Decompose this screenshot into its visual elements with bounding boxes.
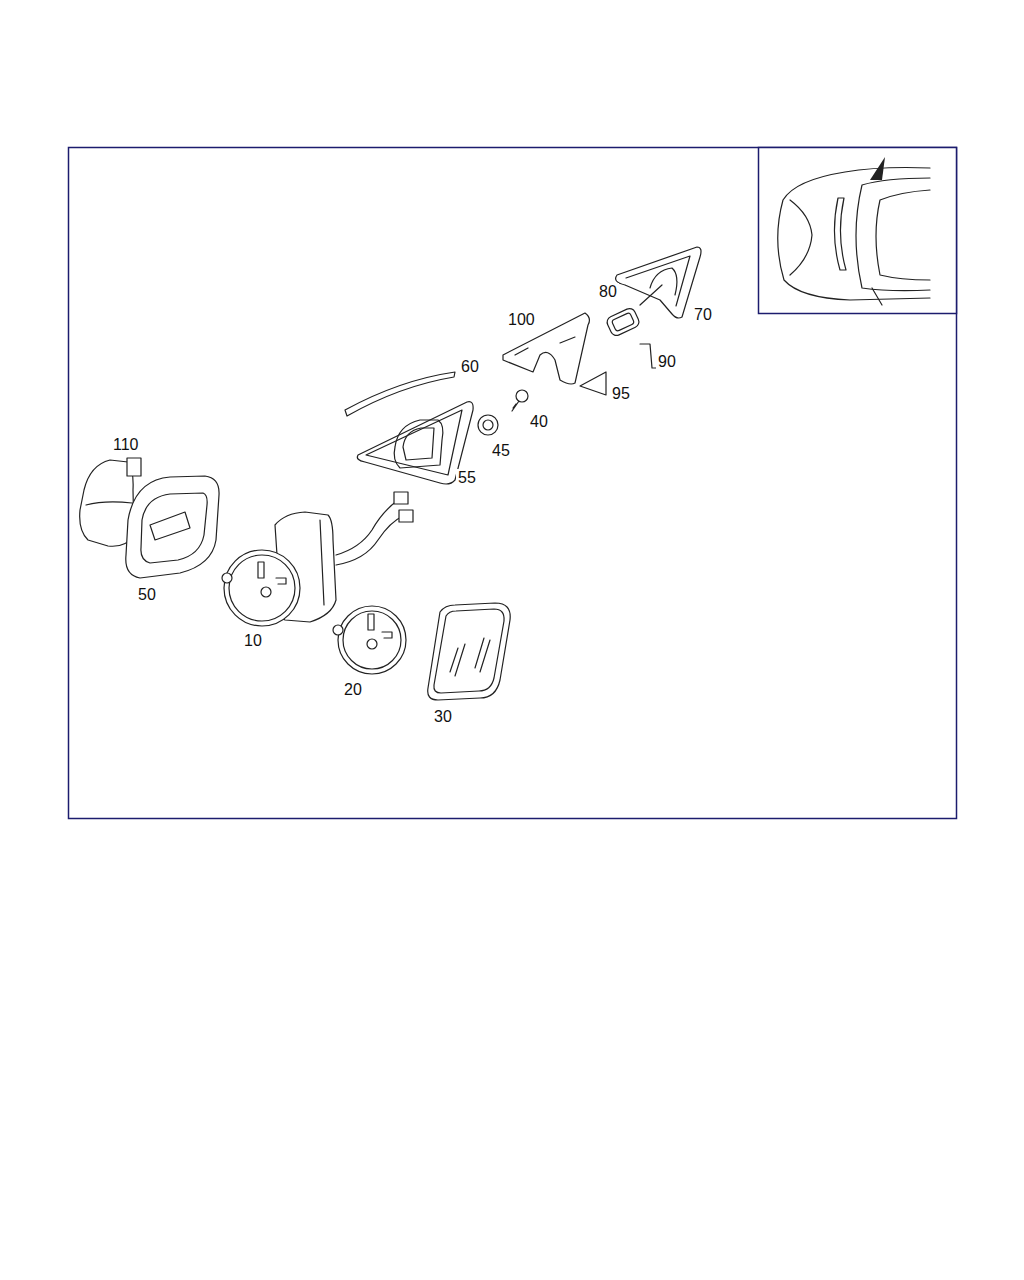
motor-slot xyxy=(368,614,374,630)
motor-rim xyxy=(343,611,401,669)
motor xyxy=(224,550,300,626)
callout-number: 20 xyxy=(342,681,364,699)
motor-20 xyxy=(333,606,406,674)
cable xyxy=(336,500,403,565)
motor-knob xyxy=(333,625,343,635)
mount-seat xyxy=(650,268,677,295)
pad-95 xyxy=(580,372,606,395)
mount-outline xyxy=(616,247,701,318)
motor-tab xyxy=(382,632,392,638)
frame xyxy=(69,148,957,819)
screw-head xyxy=(516,390,528,402)
screw-40 xyxy=(512,390,528,411)
cover-bracket xyxy=(150,512,190,540)
grille xyxy=(834,198,846,270)
connector xyxy=(605,307,641,338)
motor-rim xyxy=(229,555,295,621)
callout-number: 70 xyxy=(692,306,714,324)
callout-number: 50 xyxy=(136,586,158,604)
callout-number: 90 xyxy=(656,353,678,371)
signal-line xyxy=(86,502,132,505)
callout-number: 55 xyxy=(456,469,478,487)
motor-hole xyxy=(367,639,377,649)
motor-knob xyxy=(222,573,232,583)
plug xyxy=(399,510,413,522)
roof-line xyxy=(876,190,930,280)
callout-number: 80 xyxy=(597,283,619,301)
callout-number: 40 xyxy=(528,413,550,431)
callout-number: 45 xyxy=(490,442,512,460)
grommet xyxy=(478,415,498,435)
car-outline xyxy=(778,168,930,301)
plug xyxy=(394,492,408,504)
callout-number: 110 xyxy=(111,436,141,454)
screw-shaft xyxy=(512,401,519,411)
housing-cover-50 xyxy=(126,476,219,578)
car-top-view xyxy=(778,157,930,305)
cover-seat-inner xyxy=(403,428,434,460)
glass-shine xyxy=(450,638,490,676)
cover-seat xyxy=(394,420,443,468)
signal-plug xyxy=(127,458,141,476)
grommet-45 xyxy=(478,415,498,435)
mirror-arrow xyxy=(870,157,885,180)
cover-inner xyxy=(141,493,207,563)
mirror-glass-30 xyxy=(428,603,510,700)
mirror-right xyxy=(872,288,882,305)
motor-tab xyxy=(276,578,286,584)
cover-inner xyxy=(366,410,462,475)
windscreen-line xyxy=(856,178,930,291)
foil-slots xyxy=(515,337,575,355)
motor-slot xyxy=(258,562,264,578)
mount-inner xyxy=(626,256,690,306)
connector-inner xyxy=(611,312,634,331)
bonnet-line xyxy=(790,200,812,275)
glass-inner xyxy=(434,609,504,693)
motor xyxy=(338,606,406,674)
trim-strip-60 xyxy=(345,372,455,416)
callout-number: 10 xyxy=(242,632,264,650)
grommet-hole xyxy=(483,420,493,430)
motor-hole xyxy=(261,587,271,597)
bracket-edge xyxy=(320,520,324,605)
turn-signal xyxy=(80,460,134,546)
inset-frame xyxy=(759,148,957,314)
glass-outer xyxy=(428,603,510,700)
callout-number: 30 xyxy=(432,708,454,726)
connector-80 xyxy=(605,307,641,338)
callout-number: 60 xyxy=(459,358,481,376)
callout-number: 95 xyxy=(610,385,632,403)
callout-number: 100 xyxy=(506,311,537,329)
leader-line xyxy=(640,285,662,305)
mirror-base-10 xyxy=(222,492,413,626)
cover-outer xyxy=(126,476,219,578)
mirror-mount-70 xyxy=(616,247,701,318)
